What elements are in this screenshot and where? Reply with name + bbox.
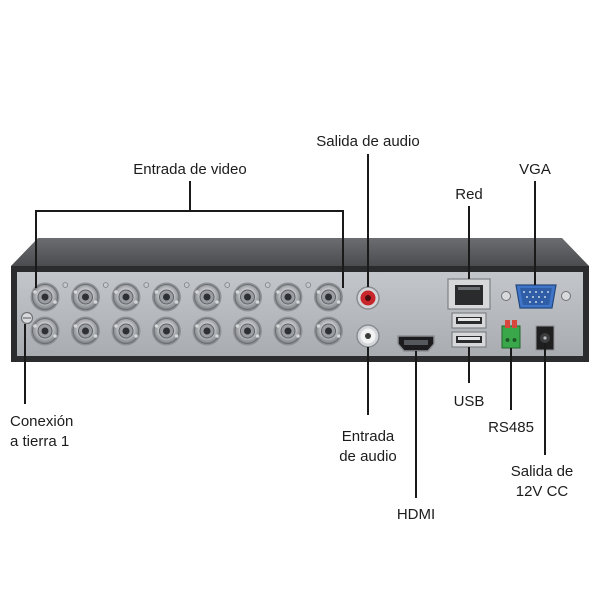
label-power-output: Salida de 12V CC <box>492 462 592 502</box>
label-video-input: Entrada de video <box>133 161 247 178</box>
panel-screw <box>224 282 231 288</box>
power-output-port <box>535 325 555 351</box>
label-vga: VGA <box>519 161 551 178</box>
panel-screw <box>305 282 312 288</box>
dvr-device <box>11 238 589 362</box>
panel-screw <box>143 282 150 288</box>
label-audio-input: Entrada de audio <box>318 427 418 467</box>
bnc-port <box>314 282 343 312</box>
label-network: Red <box>455 186 483 203</box>
panel-screw <box>102 282 109 288</box>
bnc-port <box>314 316 343 346</box>
label-ground-line2: a tierra 1 <box>10 433 70 450</box>
label-hdmi: HDMI <box>396 506 436 523</box>
bnc-port <box>71 316 100 346</box>
label-ground-line1: Conexión <box>10 413 74 430</box>
panel-screw <box>183 282 190 288</box>
label-power-line1: Salida de <box>510 463 574 480</box>
network-port <box>447 278 491 310</box>
bnc-port <box>111 316 141 346</box>
bnc-port <box>152 316 181 346</box>
bnc-port <box>192 282 222 312</box>
vga-port <box>501 284 571 309</box>
bnc-port <box>233 282 262 312</box>
bnc-port <box>30 282 60 312</box>
label-audio-input-line2: de audio <box>339 448 397 465</box>
video-input-ports <box>30 282 343 346</box>
device-top-surface <box>11 238 589 266</box>
ground-screw <box>20 311 34 325</box>
callout-lines <box>24 154 546 498</box>
bnc-port <box>71 282 100 312</box>
label-rs485: RS485 <box>488 419 534 436</box>
panel-screw <box>62 282 69 288</box>
bnc-port <box>111 282 141 312</box>
bnc-port <box>273 316 303 346</box>
bnc-port <box>192 316 222 346</box>
rs485-terminal <box>501 320 521 349</box>
rear-panel-plate <box>17 272 583 356</box>
label-audio-input-line1: Entrada <box>341 428 395 445</box>
audio-input-port <box>356 324 380 348</box>
audio-output-port <box>356 286 380 310</box>
bnc-port <box>273 282 303 312</box>
panel-screw <box>264 282 271 288</box>
label-usb: USB <box>453 393 485 410</box>
bnc-port <box>233 316 262 346</box>
label-power-line2: 12V CC <box>515 483 569 500</box>
bnc-port <box>30 316 60 346</box>
label-ground: Conexión a tierra 1 <box>10 412 73 452</box>
label-audio-output: Salida de audio <box>316 133 420 150</box>
bnc-port <box>152 282 181 312</box>
hdmi-port <box>397 335 435 352</box>
